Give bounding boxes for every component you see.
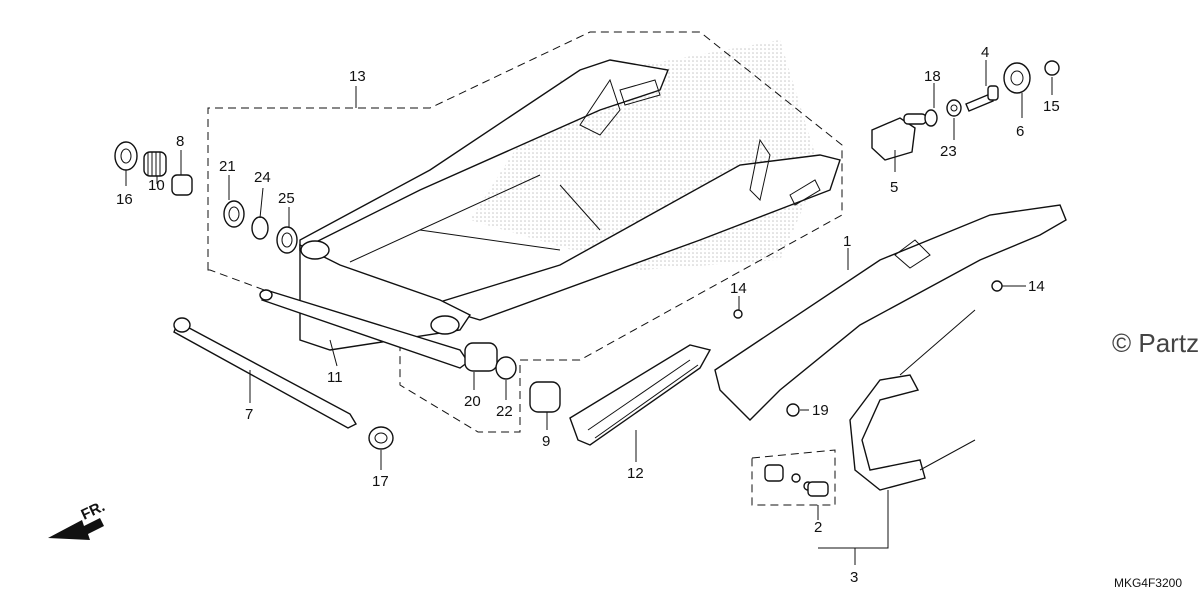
chain-case-1[interactable] (714, 204, 1067, 421)
drive-chain-3[interactable] (849, 309, 976, 491)
collar-8[interactable] (171, 174, 193, 196)
callout-9[interactable]: 9 (542, 433, 550, 450)
leader-lines (125, 60, 1053, 565)
bearing-25[interactable] (276, 226, 298, 254)
bolt-19[interactable] (786, 403, 800, 417)
stopper-6[interactable] (1003, 62, 1031, 94)
direction-label: FR. (79, 498, 108, 524)
bolt-4[interactable] (965, 85, 999, 112)
callout-15[interactable]: 15 (1043, 98, 1060, 115)
chain-adjuster-5[interactable] (871, 113, 927, 161)
callout-21[interactable]: 21 (219, 158, 236, 175)
screw-14-lower[interactable] (733, 309, 743, 319)
nut-16[interactable] (114, 141, 138, 171)
collar-9[interactable] (529, 381, 561, 413)
pivot-bolt-7[interactable] (173, 317, 357, 429)
needle-bearing-20[interactable] (464, 342, 498, 372)
callout-23[interactable]: 23 (940, 143, 957, 160)
callout-12[interactable]: 12 (627, 465, 644, 482)
callout-20[interactable]: 20 (464, 393, 481, 410)
callout-2[interactable]: 2 (814, 519, 822, 536)
circlip-18[interactable] (924, 109, 938, 127)
callout-10[interactable]: 10 (148, 177, 165, 194)
callout-5[interactable]: 5 (890, 179, 898, 196)
pivot-collar-11[interactable] (259, 289, 469, 369)
nut-15[interactable] (1044, 60, 1060, 76)
callout-19[interactable]: 19 (812, 402, 829, 419)
front-direction-arrow: FR. (48, 498, 108, 540)
callout-16[interactable]: 16 (116, 191, 133, 208)
watermark-text: © Partz (1112, 328, 1200, 358)
circlip-24[interactable] (251, 216, 269, 240)
callout-8[interactable]: 8 (176, 133, 184, 150)
callout-14-right[interactable]: 14 (1028, 278, 1045, 295)
callout-4[interactable]: 4 (981, 44, 989, 61)
callout-17[interactable]: 17 (372, 473, 389, 490)
callout-6[interactable]: 6 (1016, 123, 1024, 140)
dust-seal-22[interactable] (495, 356, 517, 380)
chain-joint-2[interactable] (751, 449, 836, 506)
washer-23[interactable] (946, 99, 962, 117)
callout-18[interactable]: 18 (924, 68, 941, 85)
diagram-code: MKG4F3200 (1113, 576, 1182, 590)
swingarm-assembly-outline (207, 31, 843, 433)
screw-14-right[interactable] (991, 280, 1003, 292)
adjusting-bolt-10[interactable] (143, 151, 167, 177)
callout-24[interactable]: 24 (254, 169, 271, 186)
callout-14-lower[interactable]: 14 (730, 280, 747, 297)
callout-11[interactable]: 11 (327, 369, 343, 386)
callout-13[interactable]: 13 (349, 68, 366, 85)
callout-22[interactable]: 22 (496, 403, 513, 420)
nut-17[interactable] (368, 426, 394, 450)
callout-1[interactable]: 1 (843, 233, 851, 250)
callout-7[interactable]: 7 (245, 406, 253, 423)
dust-seal-21[interactable] (223, 200, 245, 228)
chain-slider-12[interactable] (569, 344, 712, 446)
callout-3[interactable]: 3 (850, 569, 858, 586)
callout-25[interactable]: 25 (278, 190, 295, 207)
